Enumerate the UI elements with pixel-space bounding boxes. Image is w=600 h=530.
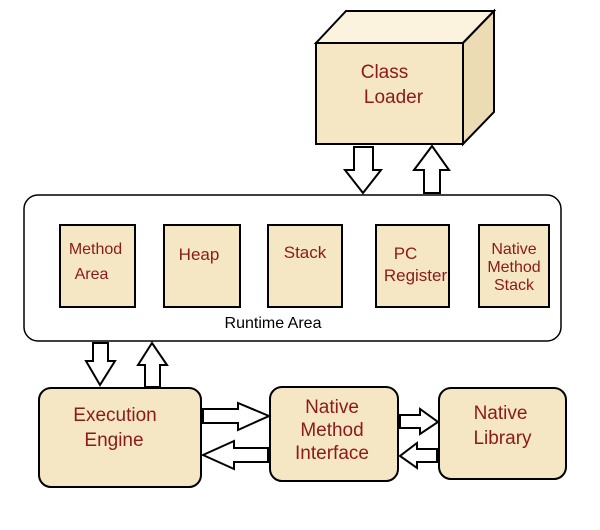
heap-label: Heap xyxy=(164,244,234,266)
native-method-interface-line3: Interface xyxy=(295,443,369,464)
class-loader-line1: Class xyxy=(360,62,409,83)
stack-label: Stack xyxy=(268,242,342,264)
native-method-stack-line2: Method xyxy=(487,259,541,276)
runtime-area-label: Runtime Area xyxy=(224,315,322,332)
method-area-box xyxy=(59,224,136,308)
execution-engine-label: Execution Engine xyxy=(39,403,201,453)
method-area-label: Method Area xyxy=(60,237,135,287)
method-area-line1: Method xyxy=(68,241,123,258)
interface-to-library-right-arrow xyxy=(399,407,440,436)
library-to-interface-left-arrow xyxy=(398,440,438,470)
heap-box xyxy=(163,224,241,308)
method-area-line2: Area xyxy=(74,266,109,283)
interface-to-execution-left-arrow xyxy=(200,439,269,471)
class-loader-down-arrow xyxy=(342,146,384,195)
execution-engine-line2: Engine xyxy=(84,430,144,451)
pc-register-label: PC Register xyxy=(376,243,449,287)
native-method-interface-box xyxy=(269,386,399,482)
runtime-to-class-loader-up-arrow xyxy=(412,144,451,194)
class-loader-box xyxy=(313,8,497,147)
execution-to-runtime-up-arrow xyxy=(136,341,169,388)
native-method-interface-line2: Method xyxy=(300,420,364,441)
runtime-to-execution-down-arrow xyxy=(84,342,117,387)
stack-text: Stack xyxy=(283,243,327,262)
native-library-line2: Library xyxy=(473,428,532,449)
native-method-stack-line1: Native xyxy=(491,241,537,258)
native-method-interface-label: Native Method Interface xyxy=(270,396,394,465)
execution-engine-line1: Execution xyxy=(73,405,157,426)
stack-box xyxy=(267,224,343,308)
class-loader-label: Class Loader xyxy=(316,60,463,110)
pc-register-line1: PC xyxy=(393,244,418,263)
native-method-stack-box xyxy=(478,224,550,308)
native-method-stack-label: Native Method Stack xyxy=(479,241,549,295)
native-library-box xyxy=(438,387,567,480)
native-method-stack-line3: Stack xyxy=(493,277,534,294)
native-method-interface-line1: Native xyxy=(305,397,359,418)
native-library-line1: Native xyxy=(473,403,528,424)
class-loader-front-face xyxy=(315,42,464,145)
execution-engine-box xyxy=(38,387,202,488)
pc-register-line2: Register xyxy=(383,266,448,285)
class-loader-line2: Loader xyxy=(363,87,424,108)
pc-register-box xyxy=(375,224,450,308)
native-library-label: Native Library xyxy=(439,401,566,451)
heap-text: Heap xyxy=(178,245,220,264)
execution-to-interface-right-arrow xyxy=(202,401,272,432)
